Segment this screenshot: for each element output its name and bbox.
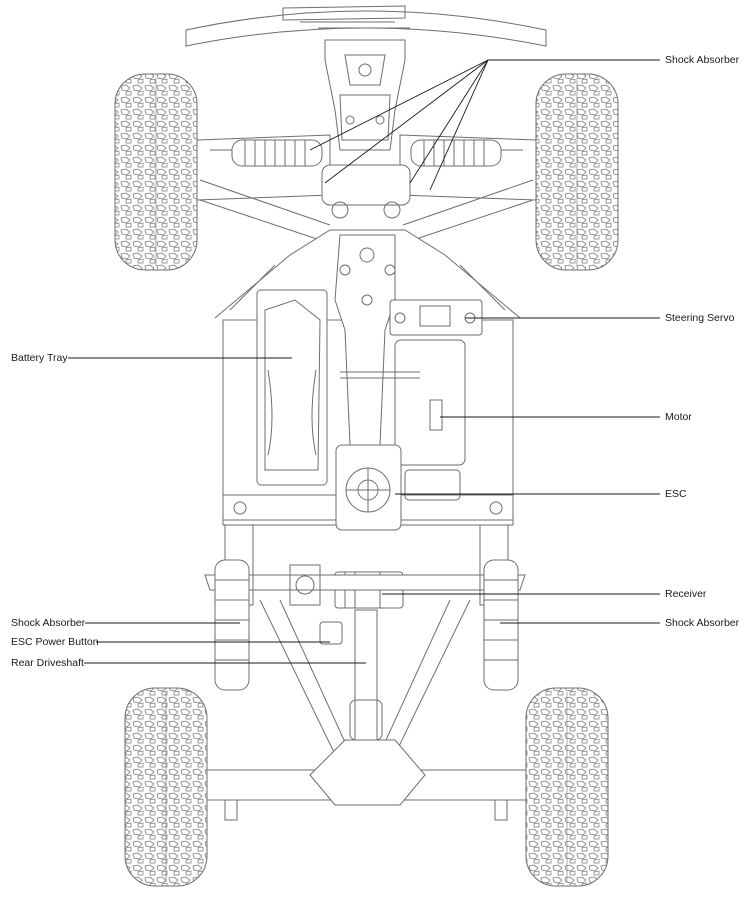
front-left-shock <box>231 139 323 167</box>
label-rear-driveshaft: Rear Driveshaft <box>11 657 84 669</box>
rear-right-shock <box>483 559 519 691</box>
steering-servo <box>389 299 483 336</box>
front-right-shock <box>410 139 502 167</box>
front-bumper <box>185 5 547 47</box>
esc-power-button <box>319 621 343 645</box>
label-esc: ESC <box>665 488 687 500</box>
label-shock-absorber-rear-left: Shock Absorber <box>11 617 86 629</box>
rear-left-tire <box>124 687 208 887</box>
motor <box>340 339 466 466</box>
rear-left-shock <box>214 559 250 691</box>
battery-tray <box>256 289 328 486</box>
label-battery-tray: Battery Tray <box>11 352 68 364</box>
front-right-tire <box>535 73 619 271</box>
label-shock-absorber-front: Shock Absorber <box>665 54 740 66</box>
front-shock-tower <box>324 39 406 151</box>
rear-right-tire <box>525 687 609 887</box>
front-left-tire <box>114 73 198 271</box>
rear-axle <box>204 739 528 821</box>
esc <box>335 444 461 531</box>
front-differential <box>321 164 411 219</box>
label-steering-servo: Steering Servo <box>665 312 735 324</box>
label-esc-power-button: ESC Power Button <box>11 636 99 648</box>
label-receiver: Receiver <box>665 588 707 600</box>
leader-shock-front-1 <box>309 59 489 151</box>
leader-shock-front-4 <box>429 59 489 191</box>
leader-shock-front-3 <box>409 59 489 184</box>
label-shock-absorber-rear-right: Shock Absorber <box>665 617 740 629</box>
label-motor: Motor <box>665 411 692 423</box>
leader-lines <box>68 59 660 664</box>
leader-shock-front-2 <box>324 59 489 184</box>
